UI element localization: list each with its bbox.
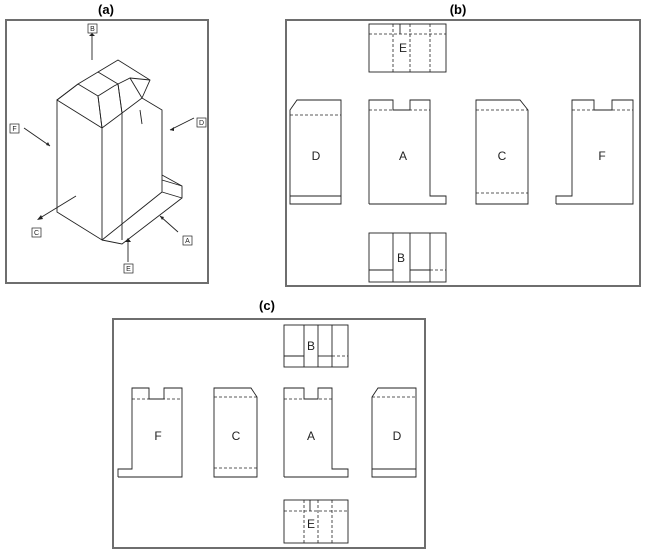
direction-arrow-b: B (87, 23, 98, 60)
panel-a-label: (a) (98, 2, 114, 17)
view-letter: D (312, 149, 321, 163)
panel-c-frame (112, 318, 426, 549)
direction-arrow-c: C (31, 195, 77, 238)
view-b-e: E (368, 23, 447, 73)
tag-letter-a: A (185, 238, 190, 245)
panel-a-frame (5, 19, 209, 284)
tag-letter-c: C (34, 230, 39, 237)
view-letter: E (307, 517, 315, 531)
view-letter: C (232, 429, 241, 443)
direction-arrow-a: A (159, 215, 193, 246)
tag-box-d (196, 117, 207, 128)
view-b-b: B (368, 232, 447, 283)
tag-box-e (123, 263, 134, 274)
tag-letter-b: B (90, 26, 95, 33)
direction-arrow-e: E (123, 238, 134, 274)
view-letter: D (393, 429, 402, 443)
view-b-f: F (555, 99, 634, 205)
tag-letter-d: D (199, 120, 204, 127)
panel-b: (b) E D A C (285, 2, 641, 287)
view-b-c: C (475, 99, 529, 205)
tag-letter-e: E (126, 266, 131, 273)
view-c-b: B (283, 324, 349, 368)
tag-box-a (182, 235, 193, 246)
isometric-part (56, 59, 183, 245)
view-letter: F (598, 149, 605, 163)
direction-arrow-f: F (9, 123, 51, 147)
view-c-d: D (371, 387, 417, 478)
tag-letter-f: F (12, 126, 16, 133)
tag-box-c (31, 227, 42, 238)
tag-box-f (9, 123, 20, 134)
view-letter: B (397, 251, 405, 265)
panel-b-label: (b) (450, 2, 467, 17)
view-b-a: A (368, 99, 447, 205)
view-c-c: C (213, 387, 258, 478)
view-letter: A (307, 429, 315, 443)
view-c-e: E (283, 499, 349, 544)
view-letter: E (399, 41, 407, 55)
view-letter: B (307, 339, 315, 353)
view-letter: F (154, 429, 161, 443)
view-c-f: F (117, 387, 183, 478)
view-letter: A (399, 149, 407, 163)
direction-arrow-d: D (169, 117, 207, 131)
panel-b-frame (285, 19, 641, 287)
tag-box-b (87, 23, 98, 34)
view-c-a: A (283, 387, 349, 478)
view-b-d: D (289, 99, 342, 205)
view-letter: C (498, 149, 507, 163)
panel-a: (a) (5, 2, 209, 284)
panel-c: (c) B F C A (112, 298, 426, 549)
panel-c-label: (c) (259, 298, 275, 313)
